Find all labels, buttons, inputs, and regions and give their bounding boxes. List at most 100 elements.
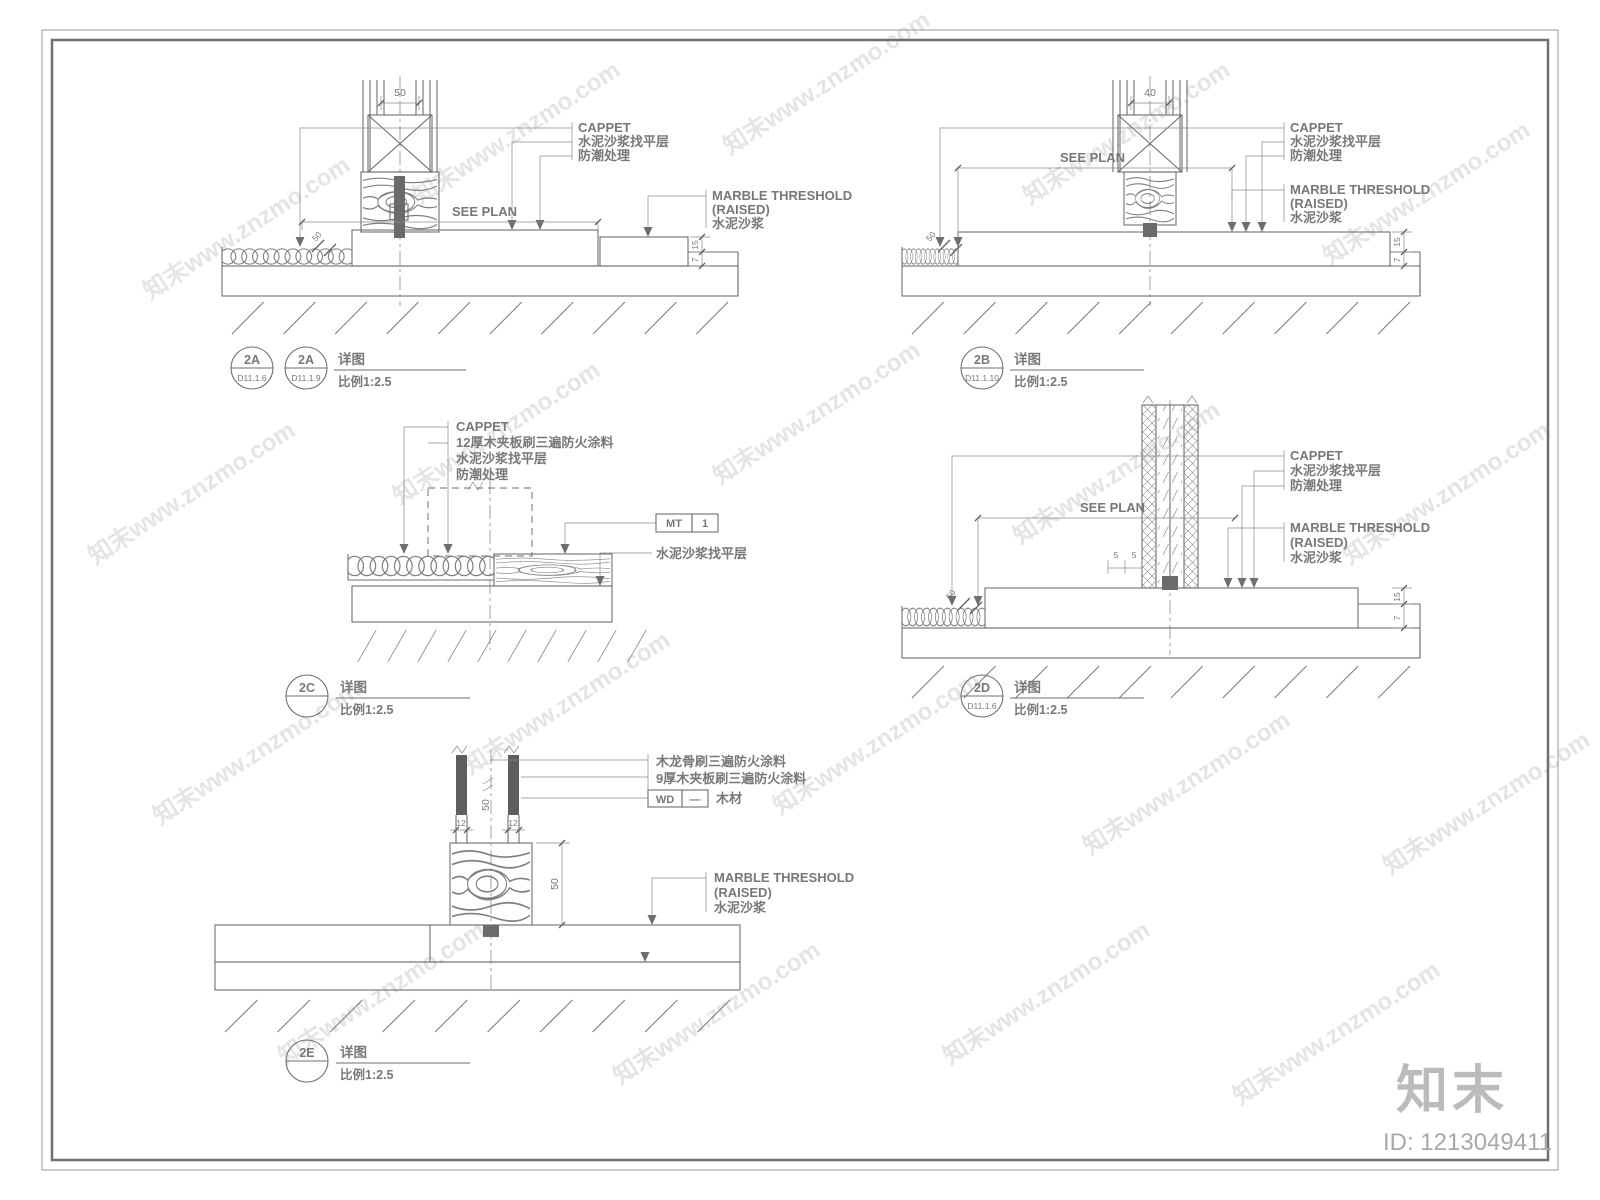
ground-hatch [224, 999, 731, 1033]
dim-label: 12 [508, 818, 518, 828]
material-tag-wd: WD — 木材 [521, 789, 742, 808]
detail-title: 详图 [338, 351, 365, 367]
wood-grain [496, 557, 610, 584]
detail-scale: 比例1:2.5 [1014, 702, 1068, 717]
detail-scale: 比例1:2.5 [338, 374, 392, 389]
annotation-marble: MARBLE THRESHOLD (RAISED) 水泥沙浆 [647, 870, 854, 925]
bubble-number: 2E [299, 1046, 314, 1060]
page-id: ID: 1213049411 [1383, 1129, 1552, 1156]
dim-right-steps: 15 7 [690, 233, 710, 270]
floor-assembly [901, 587, 1421, 699]
bubble-number: 2A [244, 353, 260, 367]
detail-scale: 比例1:2.5 [1014, 374, 1068, 389]
note-moisture: 防潮处理 [1290, 478, 1342, 493]
see-plan-dim: SEE PLAN [298, 204, 602, 230]
carpet-loops [902, 248, 958, 265]
floor-assembly [214, 924, 741, 1033]
dim-label: 7 [1392, 615, 1402, 620]
stud-wall-section: 50 [451, 745, 520, 843]
note-leveling: 水泥沙浆找平层 [1290, 134, 1381, 149]
note-leveling: 水泥沙浆找平层 [578, 134, 669, 149]
dim-label: 15 [1392, 237, 1402, 247]
note-moisture: 防潮处理 [1290, 148, 1342, 163]
ground-hatch [357, 629, 647, 663]
note-raised: (RAISED) [1290, 535, 1348, 550]
annotation-marble: MARBLE THRESHOLD (RAISED) 水泥沙浆 [1227, 182, 1430, 232]
ground-hatch [231, 301, 729, 335]
carpet-loops [348, 555, 494, 577]
bubble-number: 2D [974, 681, 990, 695]
material-tag-mt: MT 1 [560, 513, 719, 554]
note-plywood: 9厚木夹板刷三遍防火涂料 [656, 771, 806, 786]
note-cappet: CAPPET [1290, 120, 1343, 135]
detail-title: 详图 [340, 1044, 367, 1060]
note-keel: 木龙骨刷三遍防火涂料 [655, 754, 786, 769]
dim-label: 7 [690, 257, 700, 262]
detail-2d: 5 5 15 7 50 SEE PLAN [901, 395, 1430, 718]
note-marble-threshold: MARBLE THRESHOLD [714, 870, 854, 885]
dim-wood-height: 50 [536, 839, 570, 929]
dim-label: 50 [480, 799, 492, 811]
dim-label: 50 [394, 87, 406, 99]
detail-2e: 50 12 12 50 木龙骨刷三遍防火涂料 9厚木夹板刷三遍防火涂料 [214, 745, 854, 1083]
annotation-finishes: CAPPET 水泥沙浆找平层 防潮处理 [947, 448, 1381, 606]
wall-section [362, 80, 438, 173]
see-plan-label: SEE PLAN [1080, 500, 1145, 515]
annotation-studs: 木龙骨刷三遍防火涂料 9厚木夹板刷三遍防火涂料 [490, 754, 806, 790]
bubble-ref: D11.1.9 [291, 373, 320, 383]
dim-frame-width: 40 [1127, 87, 1173, 110]
tag-label: 木材 [715, 791, 742, 806]
dim-label: 15 [690, 240, 700, 250]
annotation-finishes: CAPPET 12厚木夹板刷三遍防火涂料 水泥沙浆找平层 防潮处理 [399, 419, 613, 554]
annotation-marble: MARBLE THRESHOLD (RAISED) 水泥沙浆 [1223, 520, 1430, 588]
note-moisture: 防潮处理 [456, 467, 508, 482]
dim-label: 50 [549, 878, 561, 890]
detail-2d-title: 2D D11.1.6 详图 比例1:2.5 [960, 674, 1144, 718]
detail-title: 详图 [340, 679, 367, 695]
tag-number: 1 [702, 518, 708, 530]
break-mark [467, 481, 484, 491]
door-track [1143, 223, 1157, 237]
note-cappet: CAPPET [1290, 448, 1343, 463]
dim-glass: 5 5 [1107, 550, 1143, 574]
note-mortar: 水泥沙浆 [1290, 550, 1343, 565]
dim-label: 50 [310, 229, 324, 243]
dim-right-steps: 15 7 [1392, 228, 1412, 270]
note-cappet: CAPPET [578, 120, 631, 135]
note-leveling: 水泥沙浆找平层 [456, 451, 547, 466]
detail-2e-title: 2E 详图 比例1:2.5 [285, 1039, 470, 1083]
bubble-ref: D11.1.6 [967, 701, 996, 711]
dashed-panel [427, 487, 533, 557]
door-track [394, 176, 405, 238]
dim-label: 50 [924, 229, 938, 243]
detail-2c: CAPPET 12厚木夹板刷三遍防火涂料 水泥沙浆找平层 防潮处理 MT 1 水… [285, 419, 747, 718]
detail-2a-title: 2A D11.1.6 2A D11.1.9 详图 比例1:2.5 [230, 346, 466, 390]
tag-code: WD [656, 794, 674, 806]
floor-assembly [221, 229, 739, 335]
dim-label: 12 [456, 818, 466, 828]
note-raised: (RAISED) [1290, 196, 1348, 211]
note-leveling: 水泥沙浆找平层 [656, 546, 747, 561]
detail-2a: 50 15 7 50 CAPPET 水泥沙浆找平层 [221, 76, 852, 390]
partition-section [1141, 395, 1199, 590]
detail-title: 详图 [1014, 679, 1041, 695]
annotation-finishes: CAPPET 水泥沙浆找平层 防潮处理 [295, 120, 669, 247]
tag-code: MT [666, 518, 682, 530]
annotation-marble: MARBLE THRESHOLD (RAISED) 水泥沙浆 [643, 188, 852, 237]
door-shoe [1162, 576, 1178, 590]
ground-hatch [911, 301, 1411, 335]
base-tab [483, 925, 499, 937]
dim-label: 40 [1144, 87, 1156, 99]
note-raised: (RAISED) [714, 885, 772, 900]
break-mark [451, 745, 520, 754]
watermark-layer [83, 6, 1595, 1111]
annotation-leveling2: 水泥沙浆找平层 [595, 546, 747, 586]
tag-number: — [690, 794, 701, 806]
detail-scale: 比例1:2.5 [340, 702, 394, 717]
dim-label: 5 [1114, 550, 1119, 560]
annotation-finishes: CAPPET 水泥沙浆找平层 防潮处理 [935, 120, 1381, 247]
dim-label: 5 [1132, 550, 1137, 560]
brand-logo: 知末 [1396, 1062, 1508, 1120]
